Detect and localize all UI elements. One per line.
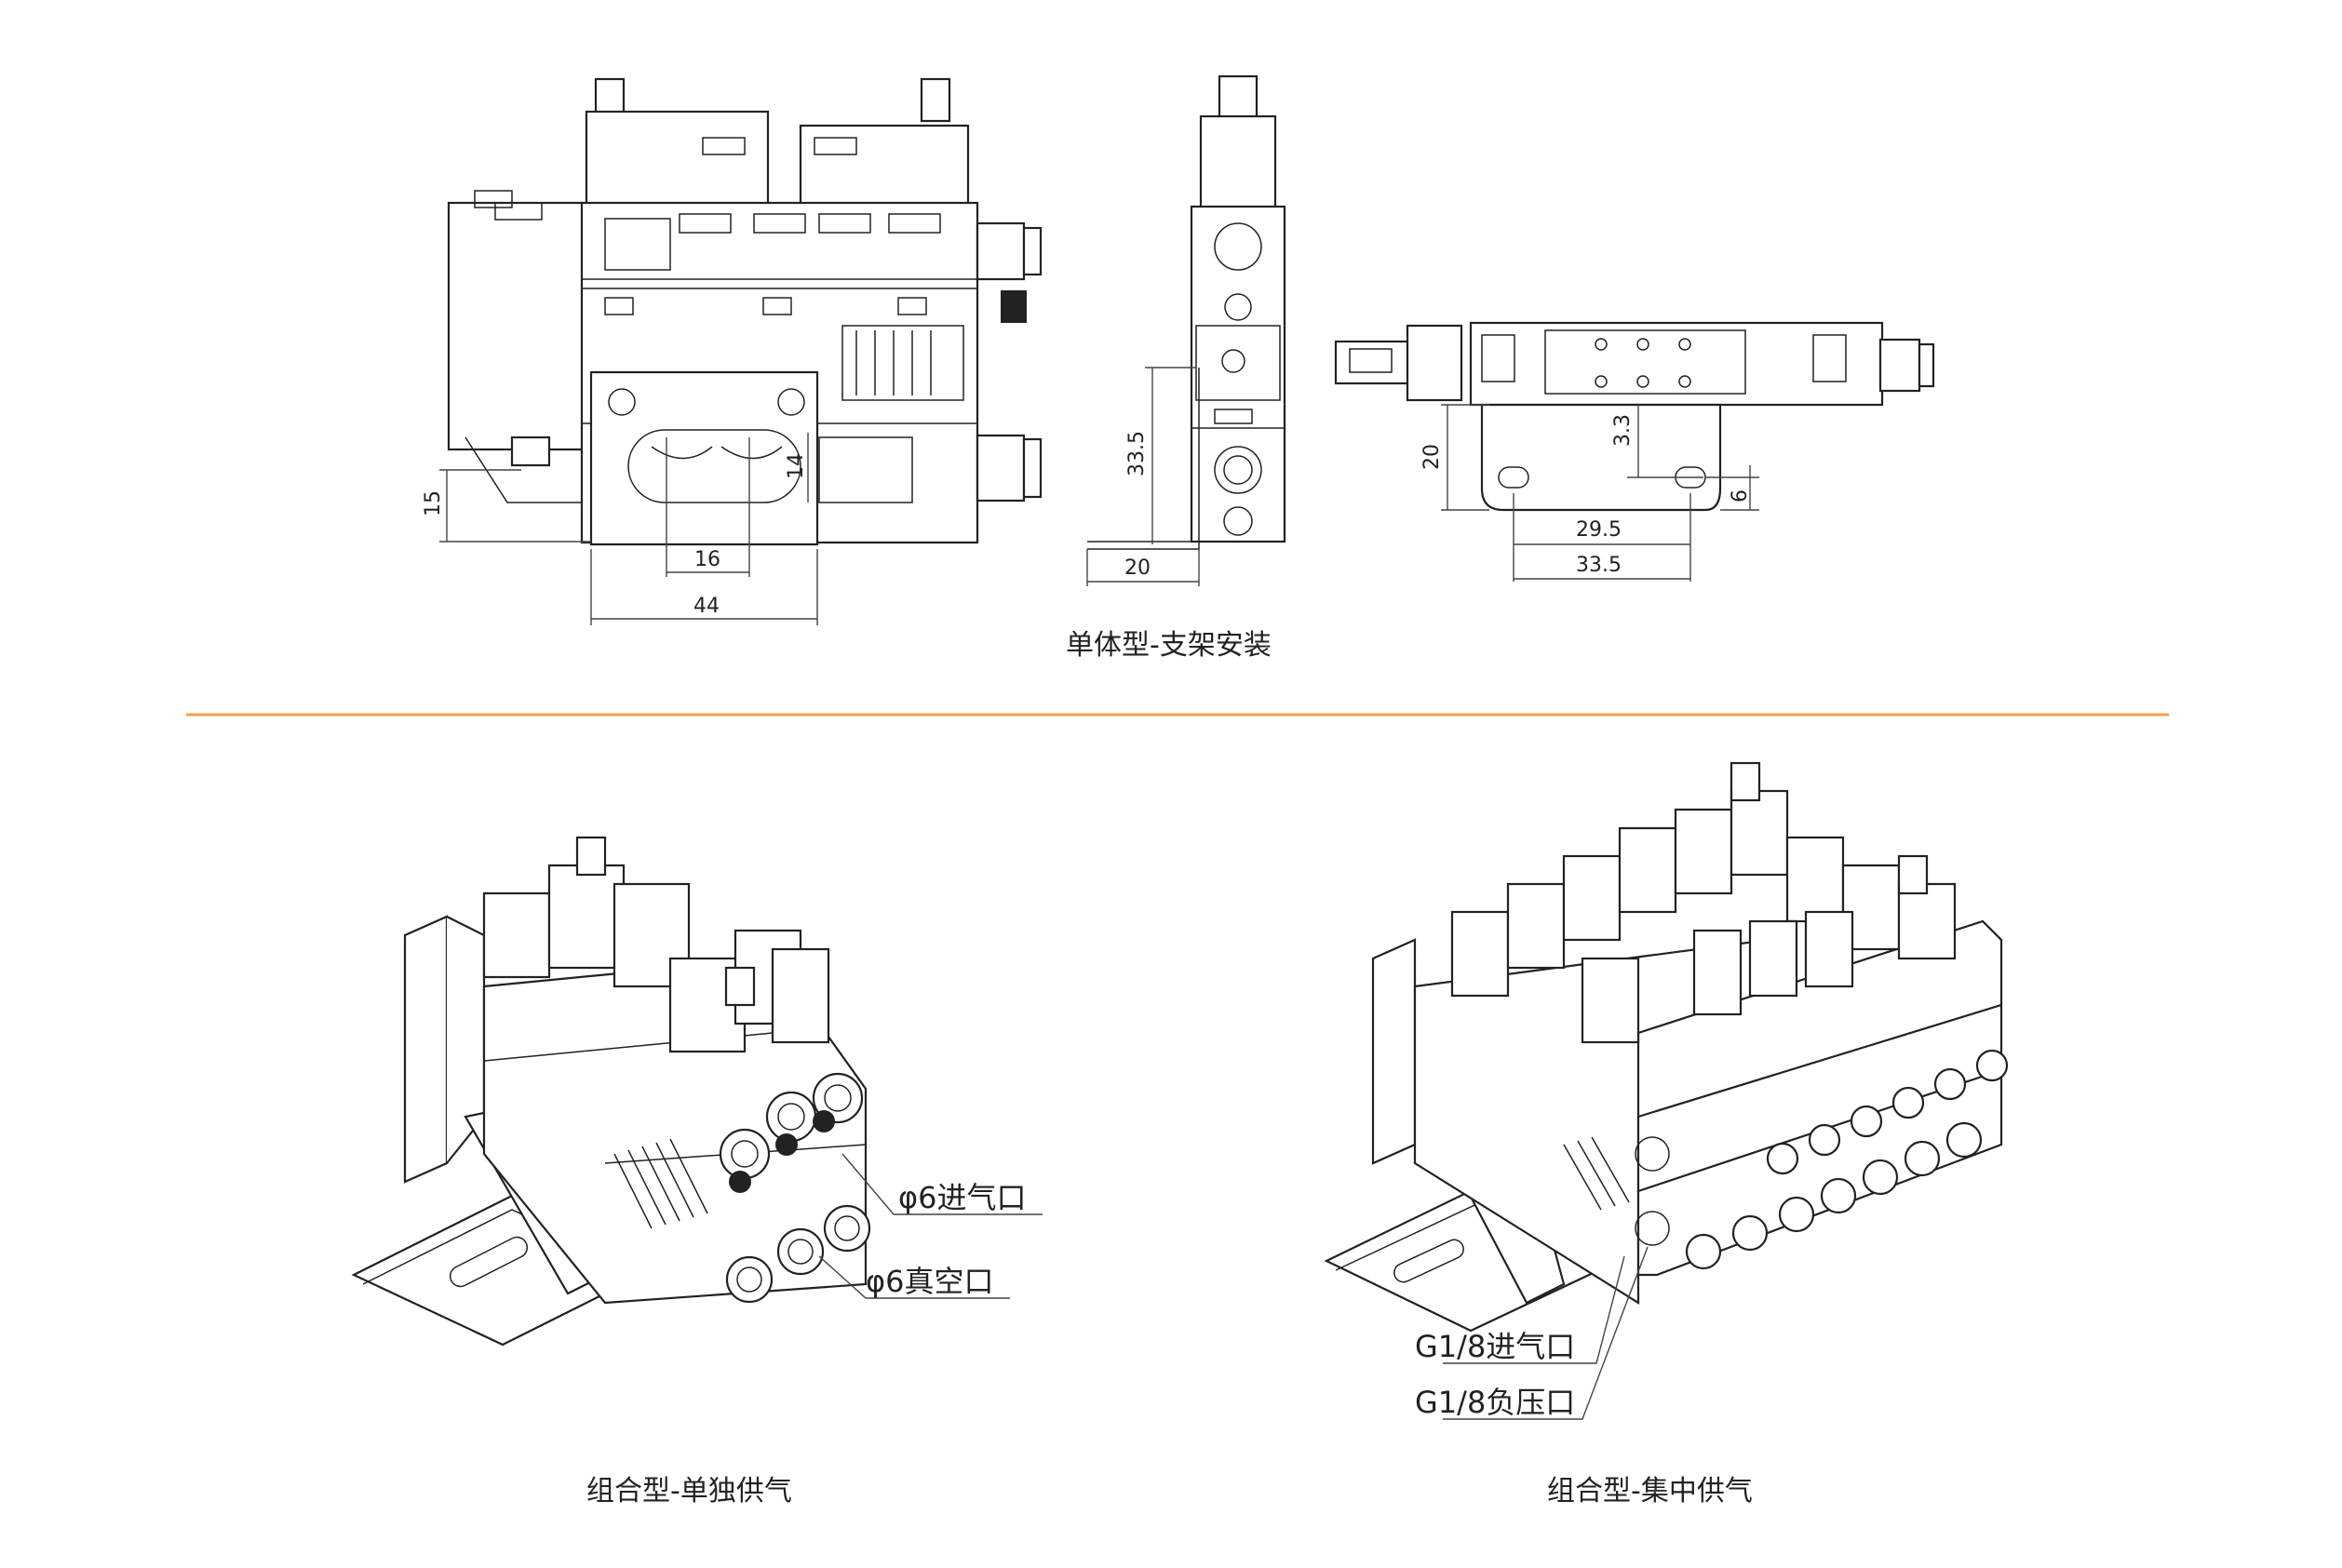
individual-supply-assembly <box>351 836 1043 1347</box>
dim-3-3: 3.3 <box>1611 414 1635 447</box>
central-supply-assembly <box>1324 761 2009 1420</box>
caption-individual-supply: 组合型-单独供气 <box>586 1475 792 1508</box>
dim-33-5-side: 33.5 <box>1125 431 1149 476</box>
callout-phi6-vacuum: φ6真空口 <box>866 1264 993 1299</box>
dim-29-5: 29.5 <box>1576 518 1622 542</box>
dim-6: 6 <box>1729 489 1752 503</box>
callout-g18-negative: G1/8负压口 <box>1415 1385 1575 1420</box>
callout-phi6-inlet: φ6进气口 <box>898 1180 1026 1215</box>
caption-single-bracket: 单体型-支架安装 <box>1066 629 1272 662</box>
dim-14: 14 <box>785 453 808 479</box>
dim-15: 15 <box>422 490 445 516</box>
dim-20-bottom: 20 <box>1420 444 1444 470</box>
side-view-drawing <box>1086 74 1286 586</box>
dim-33-5-bottom: 33.5 <box>1576 554 1622 577</box>
callout-g18-inlet: G1/8进气口 <box>1415 1329 1575 1364</box>
bottom-view-drawing <box>1334 321 1935 582</box>
dim-16: 16 <box>694 548 720 571</box>
dim-20-side: 20 <box>1124 556 1151 580</box>
caption-central-supply: 组合型-集中供气 <box>1547 1475 1753 1508</box>
dim-44: 44 <box>693 595 720 618</box>
front-view-drawing <box>439 77 1043 625</box>
